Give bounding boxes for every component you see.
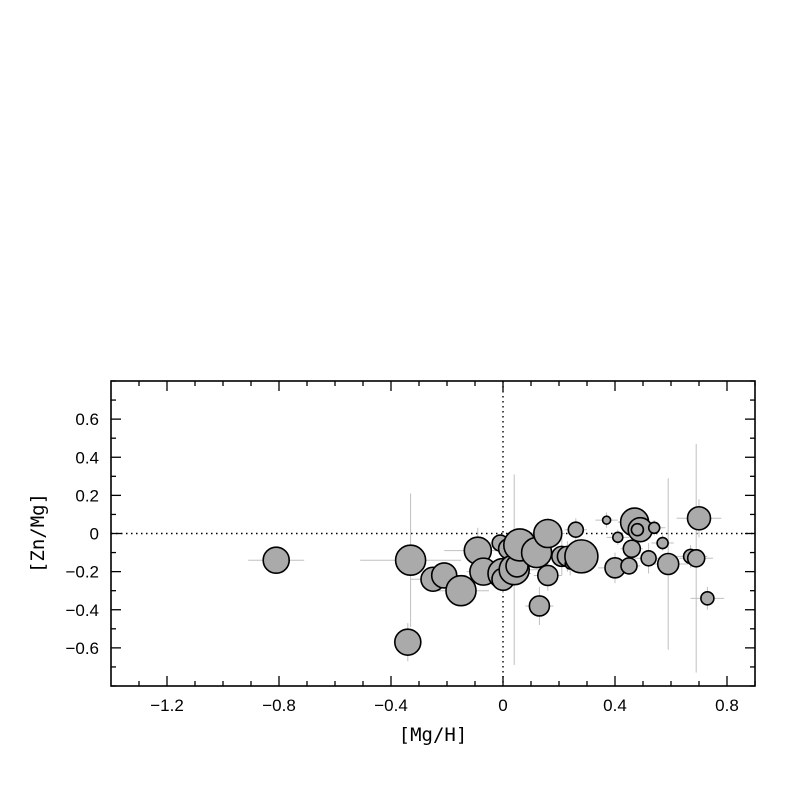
data-point <box>532 518 563 549</box>
y-tick-label: 0.2 <box>75 486 99 505</box>
data-point <box>622 539 642 559</box>
x-tick-label: 0 <box>498 696 507 715</box>
data-point <box>656 552 680 576</box>
x-tick-label: −0.4 <box>374 696 408 715</box>
plot-frame <box>110 380 756 687</box>
x-axis-label: [Mg/H] <box>399 724 468 746</box>
data-point <box>700 591 715 606</box>
x-tick-label: −1.2 <box>150 696 184 715</box>
x-tick-label: 0.4 <box>603 696 627 715</box>
x-tick-label: −0.8 <box>262 696 296 715</box>
y-tick-label: 0 <box>90 525 99 544</box>
data-point <box>393 628 422 656</box>
data-point <box>567 521 585 538</box>
plot-area <box>111 381 755 686</box>
y-tick-label: −0.6 <box>65 639 99 658</box>
data-point <box>536 564 559 587</box>
y-axis-label: [Zn/Mg] <box>27 493 49 573</box>
x-tick-label: 0.8 <box>715 696 739 715</box>
data-point <box>620 557 638 575</box>
y-tick-labels: −0.6 −0.4 −0.2 0 0.2 0.4 0.6 <box>65 410 99 658</box>
y-tick-label: 0.4 <box>75 448 99 467</box>
data-point <box>686 505 712 531</box>
data-point <box>445 574 477 607</box>
y-tick-label: 0.6 <box>75 410 99 429</box>
data-point <box>656 536 669 550</box>
reference-lines <box>111 381 755 686</box>
data-point <box>686 548 706 568</box>
data-point <box>640 549 657 567</box>
y-tick-label: −0.4 <box>65 601 99 620</box>
data-markers <box>262 505 715 656</box>
data-point <box>601 515 612 525</box>
y-tick-label: −0.2 <box>65 563 99 582</box>
data-point <box>564 539 599 574</box>
data-point <box>647 521 661 535</box>
data-point <box>528 595 551 617</box>
data-point <box>630 522 645 537</box>
data-point <box>611 531 624 544</box>
data-point <box>262 546 291 574</box>
data-point <box>394 544 427 576</box>
x-tick-labels: −1.2 −0.8 −0.4 0 0.4 0.8 <box>150 696 739 715</box>
